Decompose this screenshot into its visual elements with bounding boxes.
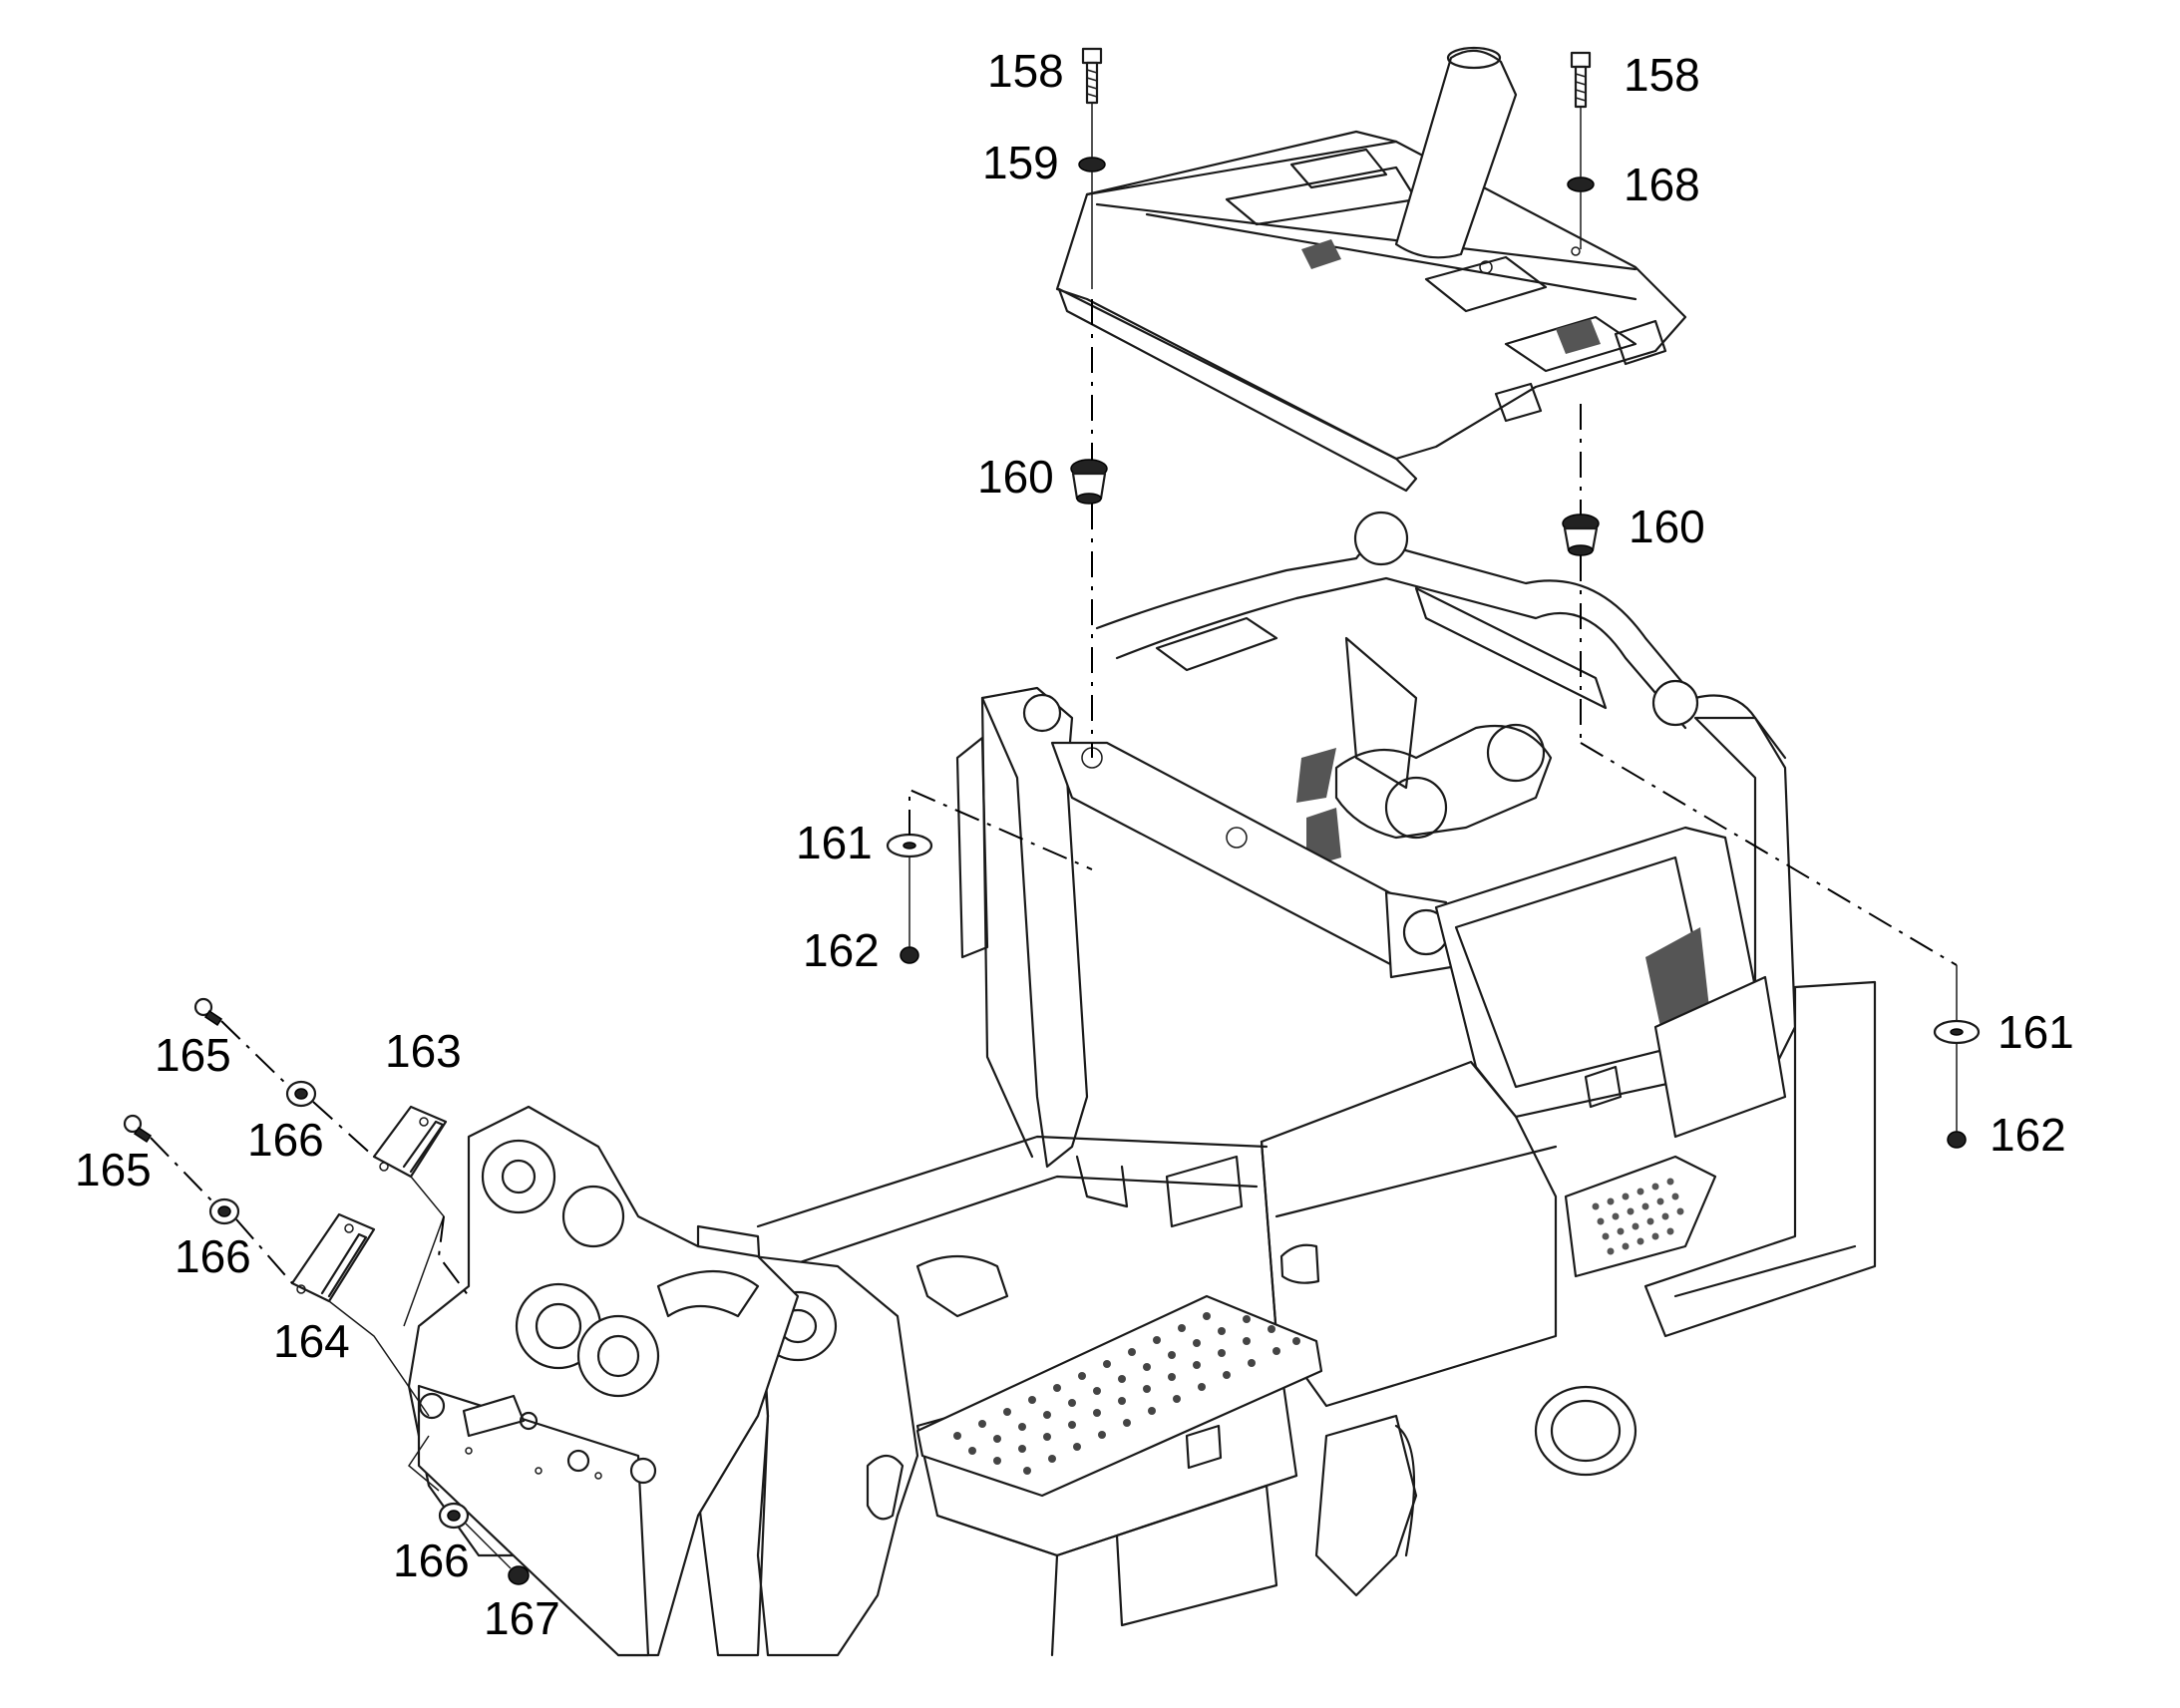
callout-168: 168 — [1624, 159, 1700, 210]
top-cover-panel — [1055, 46, 1687, 493]
callout-159: 159 — [982, 137, 1059, 188]
callout-160-right: 160 — [1629, 501, 1705, 552]
callout-165-lower: 165 — [75, 1144, 152, 1196]
washer-161-right — [1933, 1019, 1981, 1045]
isolator-160-left — [1070, 459, 1108, 505]
callout-158-left: 158 — [987, 45, 1064, 97]
step-grip-right — [1592, 1178, 1684, 1255]
callout-161-right: 161 — [1998, 1006, 2074, 1058]
callout-162-left: 162 — [803, 924, 880, 976]
nut-162-left — [900, 946, 919, 964]
callout-158-right: 158 — [1624, 49, 1700, 101]
washer-166-upper — [285, 1080, 317, 1108]
isolator-160-right — [1562, 513, 1600, 556]
washer-166-middle — [208, 1197, 240, 1225]
callout-161-left: 161 — [796, 817, 873, 868]
callout-162-right: 162 — [1990, 1109, 2066, 1161]
nut-162-right — [1947, 1131, 1967, 1149]
bolt-165-lower — [123, 1114, 153, 1144]
callout-163: 163 — [385, 1025, 462, 1077]
callout-166-middle: 166 — [175, 1230, 251, 1282]
callout-166-lower: 166 — [393, 1535, 470, 1586]
nut-167 — [508, 1565, 530, 1585]
callout-167: 167 — [484, 1592, 560, 1644]
callout-166-upper: 166 — [247, 1114, 324, 1166]
plate-163 — [372, 1105, 448, 1179]
callout-165-upper: 165 — [155, 1029, 231, 1081]
callout-160-left: 160 — [977, 451, 1054, 503]
bolt-158-left — [1081, 47, 1103, 105]
step-grip-left — [953, 1312, 1300, 1475]
washer-159 — [1078, 157, 1106, 172]
callout-164: 164 — [273, 1315, 350, 1367]
washer-166-lower — [438, 1502, 470, 1530]
machine-frame — [407, 511, 1877, 1657]
assembly-leader-lines — [150, 103, 1958, 1569]
plate-164 — [290, 1212, 376, 1303]
bolt-165-upper — [193, 997, 223, 1027]
washer-168 — [1567, 176, 1595, 192]
bolt-158-right — [1570, 51, 1592, 109]
washer-161-left — [886, 833, 933, 858]
